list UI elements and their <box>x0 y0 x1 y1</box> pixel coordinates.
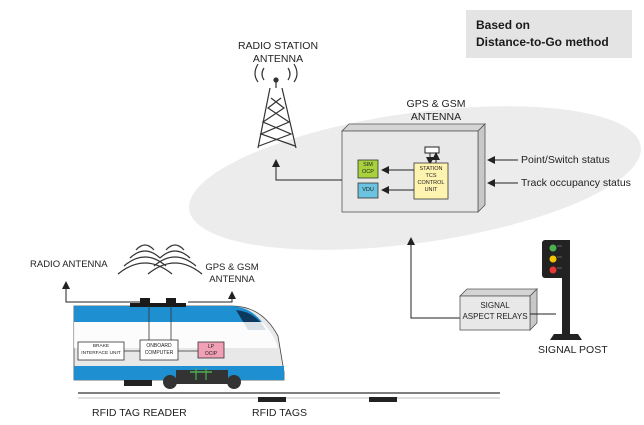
signal-aspect-relays-label: SIGNAL ASPECT RELAYS <box>462 301 528 321</box>
gps-antenna-arrow <box>188 291 236 303</box>
train-bogies-icon <box>124 368 241 389</box>
train-car-icon <box>73 298 285 381</box>
sim-ocp-label: SIM OCP <box>362 162 374 175</box>
lp-ocip-unit <box>197 341 225 359</box>
radio-antenna-arrow <box>62 281 150 303</box>
rfid-tag <box>258 397 286 402</box>
radio-station-label: RADIO STATION ANTENNA <box>237 40 319 65</box>
signal-aspect-relay-box <box>459 288 538 331</box>
train-gps-gsm-label: GPS & GSM ANTENNA <box>205 262 259 285</box>
sim-ocp-unit <box>357 159 379 179</box>
vdu-label: VDU <box>362 187 374 193</box>
station-antenna-connectors <box>424 146 440 165</box>
rfid-tag <box>369 397 397 402</box>
method-line-2: Distance-to-Go method <box>476 35 609 49</box>
track-occupancy-status-label: Track occupancy status <box>521 177 631 189</box>
onboard-computer-unit <box>139 339 179 361</box>
rfid-tag-reader-label: RFID TAG READER <box>92 407 187 419</box>
onboard-computer-label: ONBOARD COMPUTER <box>144 343 174 356</box>
brake-interface-label: BRAKE INTERFACE UNIT <box>81 344 121 356</box>
signal-post-label: SIGNAL POST <box>538 344 608 356</box>
method-line-1: Based on <box>476 18 531 32</box>
control-unit-label: STATION TCS CONTROL UNIT <box>417 166 445 193</box>
station-gps-gsm-label: GPS & GSM ANTENNA <box>406 98 466 123</box>
radio-antenna-label: RADIO ANTENNA <box>30 259 108 270</box>
lp-ocip-label: LP OCIP <box>204 344 218 357</box>
rfid-tags-label: RFID TAGS <box>252 407 308 419</box>
signal-post-icon <box>542 240 582 340</box>
station-to-tower-arrow <box>272 159 342 181</box>
method-label-box: Based on Distance-to-Go method <box>466 10 632 58</box>
vdu-unit <box>357 182 379 199</box>
point-switch-status-label: Point/Switch status <box>521 154 610 166</box>
radio-station-tower-icon <box>254 63 298 149</box>
station-control-unit <box>413 162 449 200</box>
train-radio-waves-icon <box>117 244 203 275</box>
relays-to-station-arrow <box>407 237 460 319</box>
